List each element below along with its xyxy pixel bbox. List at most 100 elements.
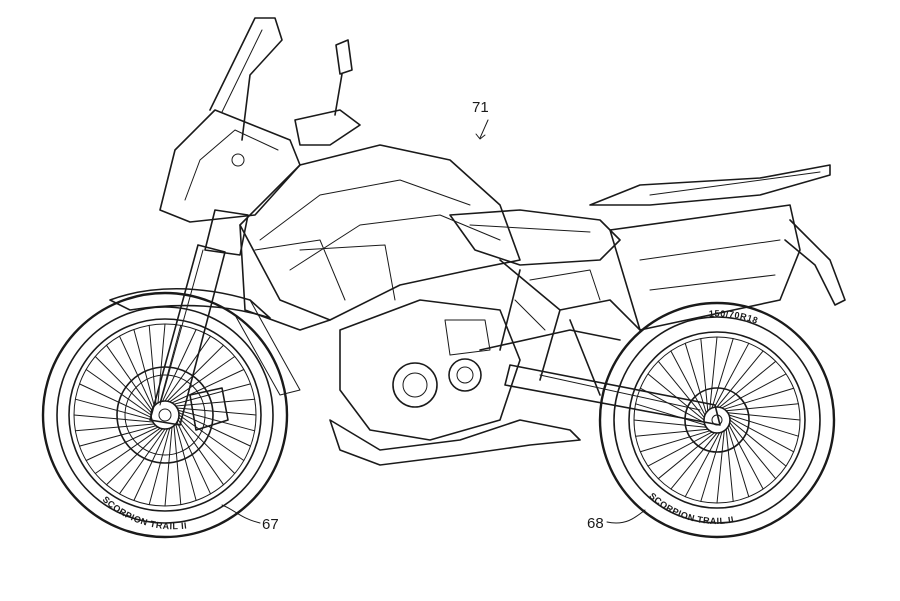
spoke: [728, 414, 799, 437]
spoke: [178, 416, 236, 474]
spoke: [725, 428, 734, 502]
luggage-rack: [589, 164, 831, 206]
front-tire-inner: [56, 306, 274, 524]
front-tire-outer: [41, 291, 289, 539]
spoke: [729, 422, 777, 480]
spoke: [684, 432, 721, 498]
spoke: [684, 342, 707, 414]
spoke: [177, 409, 256, 432]
spoke: [639, 430, 711, 453]
spoke: [85, 369, 152, 416]
spoke: [729, 419, 787, 467]
spoke: [173, 425, 182, 506]
spoke: [157, 323, 166, 404]
spoke: [169, 356, 236, 403]
spoke: [74, 398, 153, 421]
spoke: [166, 344, 224, 402]
spoke: [73, 414, 154, 423]
spoke: [78, 425, 157, 447]
rear-spokes: [633, 336, 801, 504]
spoke: [633, 419, 707, 428]
spoke: [729, 416, 795, 453]
fuel-tank: [239, 144, 521, 321]
side-shroud: [239, 224, 331, 331]
spoke: [657, 432, 715, 480]
spoke: [119, 335, 154, 409]
spoke: [176, 407, 257, 416]
leader-67: [221, 504, 261, 524]
spoke: [178, 414, 245, 461]
windscreen: [209, 17, 283, 141]
spoke: [700, 431, 723, 502]
rear-tire-size-text: 150/70R18: [709, 308, 760, 325]
spoke: [711, 338, 734, 409]
leader-71: [479, 119, 489, 139]
license-plate-holder: [784, 219, 846, 306]
spoke: [725, 403, 799, 412]
rear-tire-inner: [613, 316, 821, 524]
spoke: [78, 383, 152, 418]
spoke: [74, 423, 155, 432]
spoke: [171, 369, 245, 404]
ref-numeral-71: 71: [472, 99, 489, 116]
front-brake-disc: [116, 366, 214, 464]
spoke: [719, 360, 777, 408]
spoke: [709, 336, 718, 410]
mirror: [334, 39, 353, 116]
spoke: [670, 350, 706, 416]
ref-numeral-68: 68: [587, 515, 604, 532]
exhaust-pipe: [479, 329, 621, 351]
spoke: [713, 342, 750, 408]
spoke: [119, 428, 166, 495]
spoke: [106, 344, 153, 411]
spoke: [670, 432, 718, 490]
front-spokes: [73, 323, 257, 507]
spoke: [148, 324, 157, 405]
spoke: [635, 428, 709, 437]
trellis-frame: [499, 259, 641, 381]
rear-tire-outer: [598, 301, 836, 539]
fork-brace: [234, 299, 301, 396]
spoke: [723, 387, 795, 410]
swingarm: [504, 364, 721, 426]
front-wheel: SCORPION TRAIL II: [41, 291, 289, 539]
spoke: [647, 431, 713, 467]
spoke: [133, 328, 155, 407]
spoke: [635, 403, 706, 426]
front-brake-caliper: [189, 387, 229, 431]
spoke: [159, 324, 182, 403]
spoke: [657, 360, 705, 418]
rear-brake-disc: [684, 387, 750, 453]
rear-wheel: 150/70R18 SCORPION TRAIL II: [598, 301, 836, 539]
spoke: [700, 338, 709, 412]
spoke: [177, 419, 224, 486]
spoke: [716, 350, 764, 408]
engine: [339, 299, 521, 441]
leader-68: [606, 509, 646, 524]
seat: [449, 209, 621, 266]
spoke: [94, 427, 161, 474]
skid-plate: [329, 419, 581, 466]
spoke: [721, 373, 787, 409]
handlebar-cluster: [294, 109, 361, 146]
spoke: [175, 423, 197, 502]
front-rim: [68, 318, 262, 512]
spoke: [148, 427, 171, 506]
spoke: [85, 426, 159, 461]
rear-shock: [569, 319, 601, 396]
spoke: [176, 421, 211, 495]
ref-numeral-67: 67: [262, 516, 279, 533]
headlight-fairing: [159, 109, 301, 223]
spoke: [133, 428, 168, 502]
front-fender: [109, 288, 271, 319]
rear-rim: [628, 331, 806, 509]
spoke: [164, 335, 211, 402]
spoke: [178, 412, 252, 447]
spoke: [728, 424, 764, 490]
spoke: [639, 387, 705, 424]
spoke: [164, 426, 173, 507]
spoke: [106, 428, 164, 486]
spoke: [727, 412, 801, 421]
spoke: [716, 430, 725, 504]
